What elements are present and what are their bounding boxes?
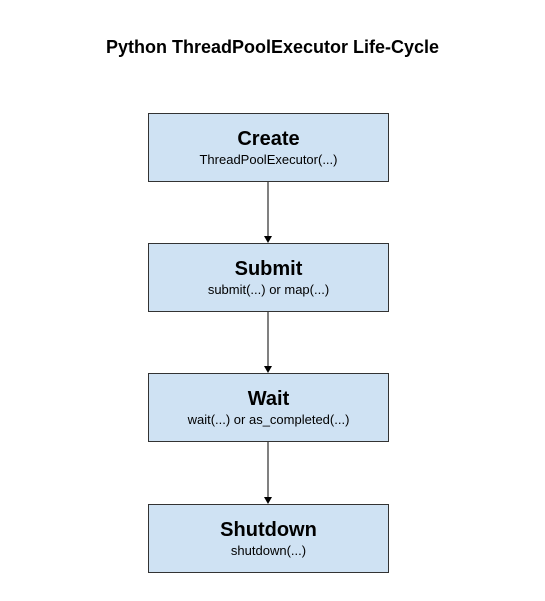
stage-shutdown-call: shutdown(...) xyxy=(230,543,307,558)
stage-wait-name: Wait xyxy=(247,388,290,410)
stage-submit-name: Submit xyxy=(234,258,303,280)
stage-shutdown-box: Shutdown shutdown(...) xyxy=(148,504,389,573)
stage-submit-box: Submit submit(...) or map(...) xyxy=(148,243,389,312)
stage-shutdown-name: Shutdown xyxy=(220,519,317,541)
stage-create-name: Create xyxy=(237,128,300,150)
stage-wait-box: Wait wait(...) or as_completed(...) xyxy=(148,373,389,442)
stage-wait-call: wait(...) or as_completed(...) xyxy=(187,412,350,427)
stage-submit-call: submit(...) or map(...) xyxy=(207,282,330,297)
diagram-title: Python ThreadPoolExecutor Life-Cycle xyxy=(105,37,440,57)
stage-create-box: Create ThreadPoolExecutor(...) xyxy=(148,113,389,182)
stage-create-call: ThreadPoolExecutor(...) xyxy=(199,152,338,167)
